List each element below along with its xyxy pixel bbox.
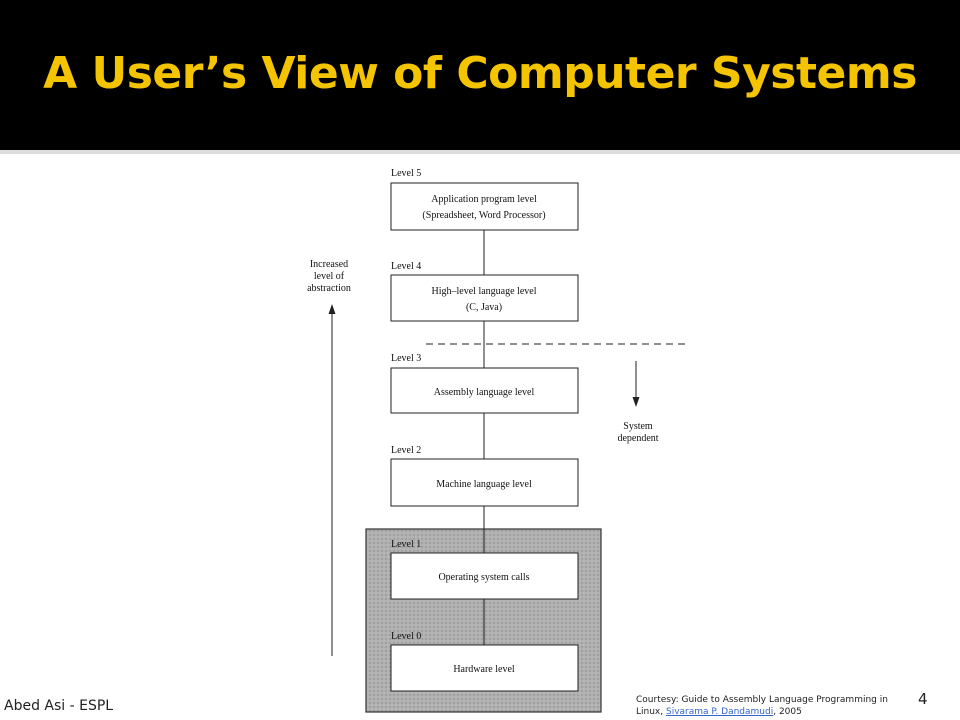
footer-author: Abed Asi - ESPL [4,698,114,714]
level-box-4-subtitle: (C, Java) [466,302,502,313]
abstraction-label-line2: level of [314,271,345,282]
level-box-3 [390,367,579,414]
credit-author-link[interactable]: Sivarama P. Dandamudi [665,707,774,717]
system-label-line2: dependent [617,433,658,444]
level-box-5 [390,182,579,231]
title-divider [0,150,960,154]
credit-text: Courtesy: Guide to Assembly Language Pro… [636,695,888,717]
level-box-2-title: Machine language level [436,479,532,490]
level-label-1: Level 1 [391,539,421,550]
level-box-2 [390,458,579,507]
level-box-1 [390,552,579,600]
level-label-2: Level 2 [391,445,421,456]
level-box-0-title: Hardware level [453,664,515,675]
level-label-5: Level 5 [391,168,421,179]
slide-title: A User’s View of Computer Systems [43,48,917,99]
footer-credit: Courtesy: Guide to Assembly Language Pro… [636,694,896,718]
abstraction-label-line3: abstraction [307,283,351,294]
slide-number: 4 [918,690,928,708]
level-box-5-subtitle: (Spreadsheet, Word Processor) [422,210,545,221]
credit-year: , 2005 [773,707,802,717]
level-box-1-title: Operating system calls [438,572,529,583]
level-label-4: Level 4 [391,261,421,272]
level-box-4-title: High–level language level [432,286,537,297]
abstraction-label-line1: Increased [310,259,348,270]
title-bar [0,0,960,150]
level-box-5-title: Application program level [431,194,537,205]
level-label-3: Level 3 [391,353,421,364]
down-arrow-icon [632,397,640,407]
level-box-4 [390,274,579,322]
system-label-line1: System [623,421,653,432]
level-label-0: Level 0 [391,631,421,642]
up-arrow-icon [328,304,336,314]
level-box-0 [390,644,579,692]
level-box-3-title: Assembly language level [434,387,535,398]
abstraction-levels-diagram: Level 5 Application program level (Sprea… [253,158,733,714]
